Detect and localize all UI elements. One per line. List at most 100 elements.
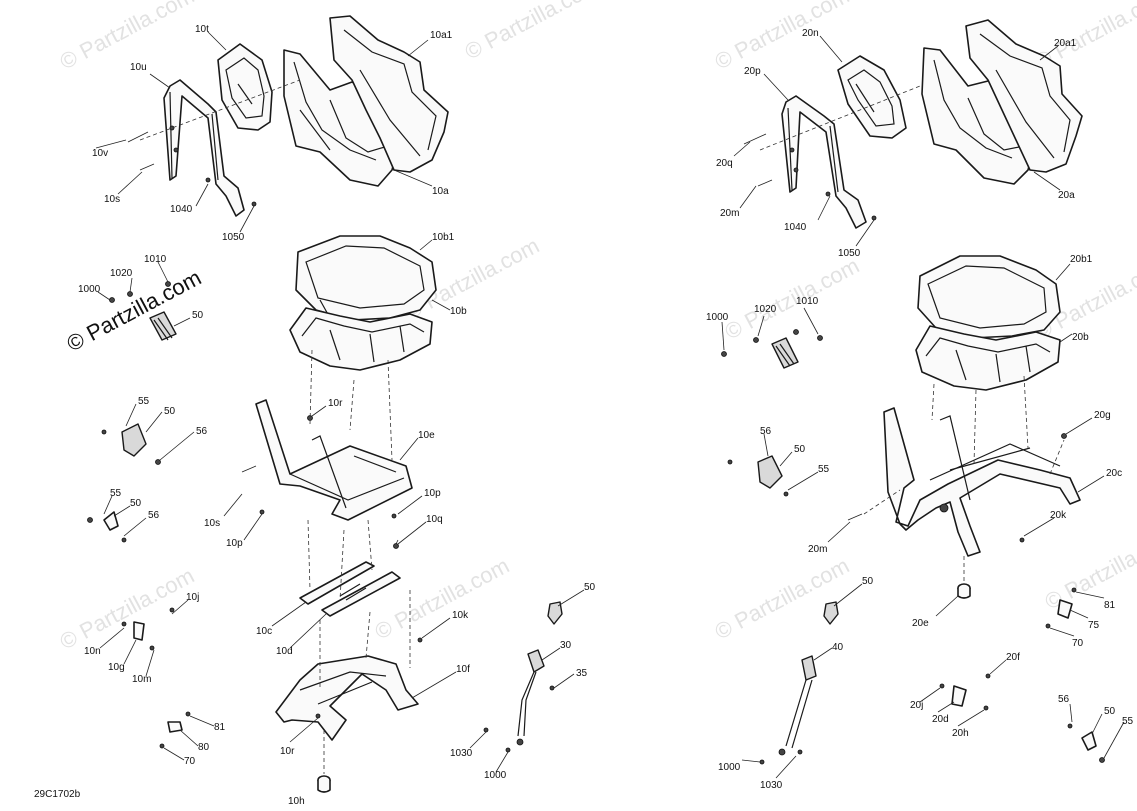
seat-frame-10e-part [255,399,413,521]
fasteners-left [127,131,555,753]
callout-label: 10b [450,306,467,317]
callout-label: 10h [288,796,305,807]
callout-label: 10m [132,674,151,685]
callout-label: 10s [204,518,220,529]
callout-label: 10u [130,62,147,73]
callout-label: 1000 [706,312,729,323]
callout-label: 20j [910,700,923,711]
callout-label: 20m [720,208,739,219]
callout-label: 10t [195,24,209,35]
callout-label: 10d [276,646,293,657]
callout-label: 1040 [784,222,807,233]
callout-label: 10q [426,514,443,525]
callout-label: 1030 [450,748,473,759]
watermark: © Partzilla.com [56,563,199,655]
slider-rails-10c-10d-part [299,561,401,617]
watermark: © Partzilla.com [1041,523,1137,615]
callout-label: 55 [138,396,150,407]
callout-label: 20e [912,618,929,629]
callout-label: 70 [184,756,196,767]
callout-label: 10p [226,538,243,549]
seat-cushion-20b1-part [917,255,1061,339]
callout-label: 10a [432,186,449,197]
clip-10g-part [121,621,155,651]
callout-label: 50 [164,406,176,417]
hinge-55-50-56-part [87,423,161,543]
left-seat-assembly [87,15,563,793]
callout-label: 20a1 [1054,38,1077,49]
bracket-20d-part [939,683,989,711]
callout-label: 56 [1058,694,1070,705]
bracket-50-part [109,281,177,341]
callout-label: 1000 [718,762,741,773]
seatbelt-buckle-30-part [516,649,545,746]
callout-label: 10r [280,746,295,757]
labels-right: 20n 20a1 20p 20q 20m 1040 1050 20a 20b1 … [706,28,1134,791]
callout-label: 10c [256,626,272,637]
bumper-10h-part [317,775,331,793]
callout-label: 20b1 [1070,254,1093,265]
headrest-20n-part [837,55,907,139]
callout-label: 20a [1058,190,1075,201]
seat-base-10b-part [289,307,433,371]
callout-label: 40 [832,642,844,653]
leader-lines [95,31,1125,779]
callout-label: 1020 [754,304,777,315]
callout-label: 56 [196,426,208,437]
callout-label: 81 [214,722,226,733]
backrest-frame-10u-part [163,79,245,217]
bracket-50-right-part [721,329,823,369]
callout-label: 10f [456,664,470,675]
hinge-56-50-55-bottom-part [1067,723,1105,763]
callout-label: 55 [1122,716,1134,727]
callout-label: 35 [576,668,588,679]
hinge-56-50-55-right-part [727,455,789,497]
callout-label: 50 [1104,706,1116,717]
callout-label: 80 [198,742,210,753]
callout-label: 10p [424,488,441,499]
clip-75-part [1045,587,1077,629]
callout-label: 1040 [170,204,193,215]
latch-50-right-part [823,601,839,625]
callout-label: 1020 [110,268,133,279]
callout-label: 50 [192,310,204,321]
callout-label: 20f [1006,652,1020,663]
alignment-lines-left [139,79,411,774]
callout-label: 20q [716,158,733,169]
callout-label: 50 [584,582,596,593]
figure-code: 29C1702b [34,789,81,800]
callout-label: 50 [862,576,874,587]
callout-label: 10g [108,662,125,673]
backrest-frame-20p-part [781,95,867,229]
callout-label: 10v [92,148,108,159]
watermark: © Partzilla.com [711,553,854,645]
latch-50-part [547,601,563,625]
watermark: © Partzilla.com [56,0,199,74]
seat-cushion-10b1-part [295,235,437,321]
callout-label: 50 [794,444,806,455]
seat-frame-20c-part [883,407,1081,557]
callout-label: 55 [110,488,122,499]
callout-label: 56 [148,510,160,521]
right-seat-assembly [721,19,1105,765]
callout-label: 1000 [484,770,507,781]
callout-label: 1050 [222,232,245,243]
callout-label: 56 [760,426,772,437]
callout-label: 20p [744,66,761,77]
callout-label: 20k [1050,510,1067,521]
callout-label: 20h [952,728,969,739]
callout-label: 1030 [760,780,783,791]
seatbelt-40-part [778,655,817,756]
watermark: © Partzilla.com [371,553,514,645]
callout-label: 75 [1088,620,1100,631]
callout-label: 70 [1072,638,1084,649]
bumper-20e-part [957,583,971,599]
callout-label: 20c [1106,468,1122,479]
callout-label: 1000 [78,284,101,295]
watermark-dark: © Partzilla.com [63,265,206,357]
callout-label: 20b [1072,332,1089,343]
callout-label: 20n [802,28,819,39]
labels-left: 10t 10a1 10u 10v 10s 1040 1050 10a 10b1 … [78,24,596,807]
seat-back-cushion-10a1-part [329,15,449,173]
